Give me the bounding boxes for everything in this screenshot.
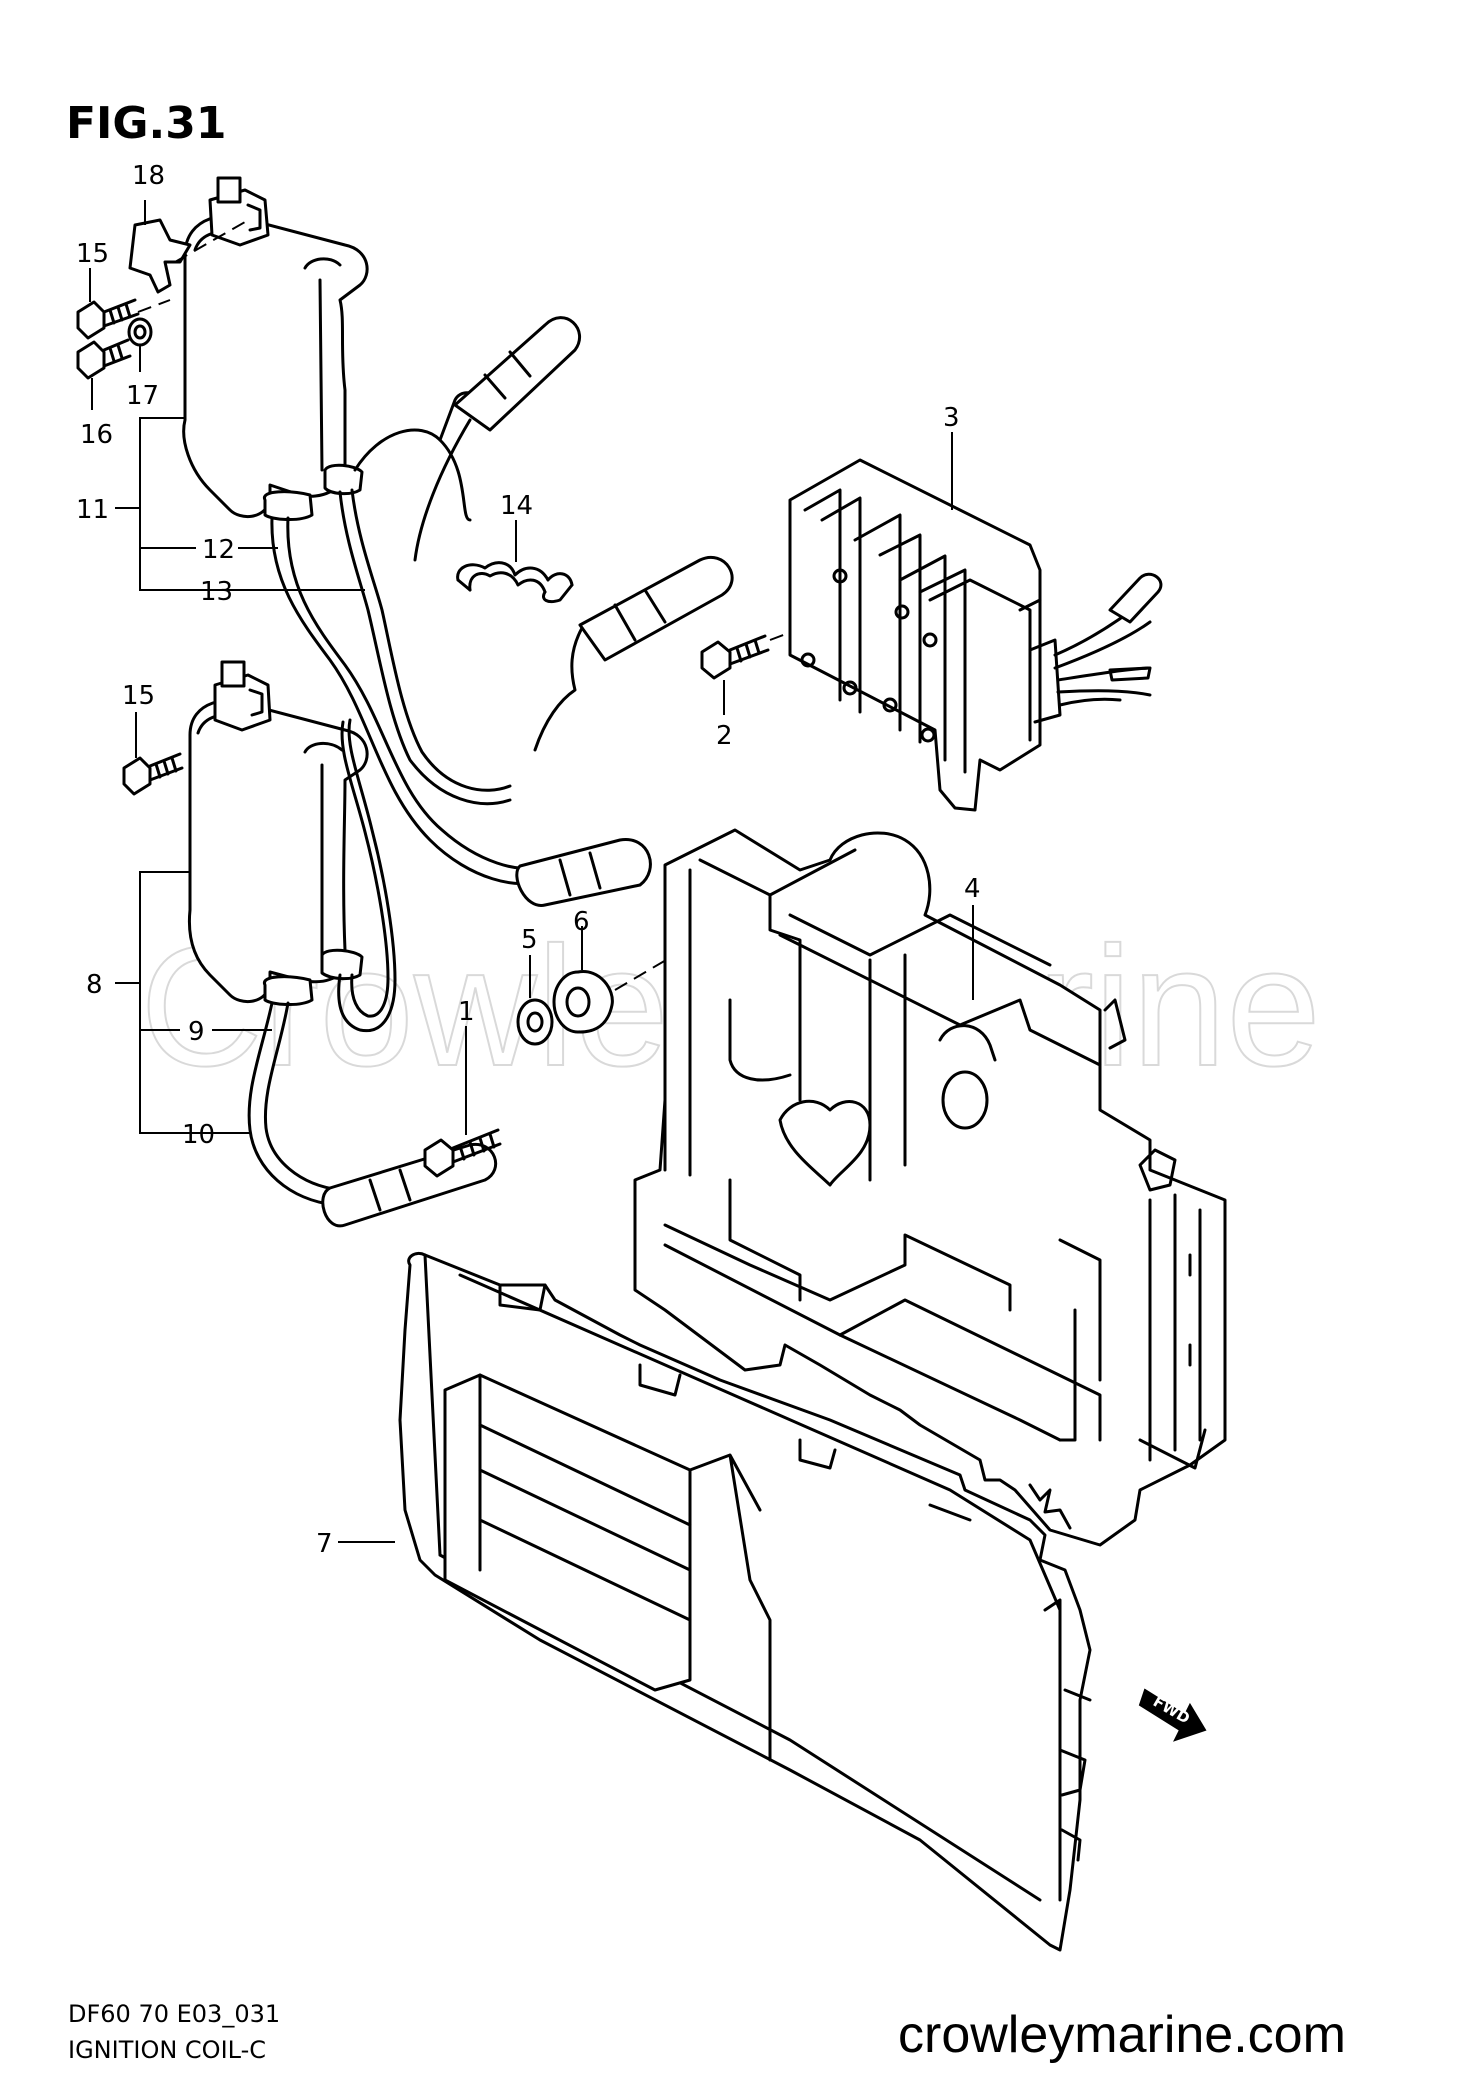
callout-10: 10 <box>182 1120 215 1150</box>
bolt-15-upper <box>76 298 140 340</box>
clip-14 <box>456 561 574 604</box>
bolt-15-lower <box>122 752 184 796</box>
ht-lead-12 <box>270 516 652 907</box>
website-link[interactable]: crowleymarine.com <box>898 2006 1346 2064</box>
ht-lead-upper-long <box>353 316 582 562</box>
ignition-coil-upper <box>182 176 369 521</box>
bolt-2 <box>700 634 770 680</box>
bracket-18 <box>128 218 192 294</box>
callout-9: 9 <box>188 1017 205 1047</box>
callout-13: 13 <box>200 577 233 607</box>
callouts: 18 15 17 16 11 12 13 14 3 2 15 4 <box>76 161 981 1559</box>
ht-lead-13 <box>338 488 512 806</box>
cover-7 <box>398 1251 1092 1952</box>
bolt-1 <box>423 1128 502 1178</box>
figure-title: FIG.31 <box>66 98 227 149</box>
callout-4: 4 <box>964 874 981 904</box>
bolt-16 <box>76 338 132 380</box>
callout-18: 18 <box>132 161 165 191</box>
callout-15-lower: 15 <box>122 681 155 711</box>
callout-12: 12 <box>202 535 235 565</box>
callout-7: 7 <box>316 1529 333 1559</box>
callout-1: 1 <box>458 997 475 1027</box>
callout-6: 6 <box>573 907 590 937</box>
callout-14: 14 <box>500 491 533 521</box>
ht-lead-9 <box>337 718 397 1033</box>
ignition-coil-lower <box>187 660 369 1006</box>
callout-17: 17 <box>126 381 159 411</box>
callout-3: 3 <box>943 403 960 433</box>
callout-2: 2 <box>716 721 733 751</box>
callout-16: 16 <box>80 420 113 450</box>
washer-5 <box>516 998 554 1046</box>
callout-11: 11 <box>76 495 109 525</box>
callout-5: 5 <box>521 925 538 955</box>
section-title: IGNITION COIL-C <box>68 2036 266 2064</box>
grommet-6 <box>552 970 614 1034</box>
model-code: DF60 70 E03_031 <box>68 2000 280 2028</box>
leader-dash-6 <box>614 939 701 991</box>
callout-8: 8 <box>86 970 103 1000</box>
leader-dash-15 <box>137 299 171 313</box>
callout-15-upper: 15 <box>76 239 109 269</box>
washer-17 <box>127 317 153 347</box>
case-4 <box>633 828 1227 1547</box>
leader-dash-18 <box>174 221 246 263</box>
module-3 <box>788 458 1163 812</box>
ht-lead-upper-second <box>533 556 734 752</box>
fwd-arrow-icon: FWD <box>1138 1688 1207 1742</box>
